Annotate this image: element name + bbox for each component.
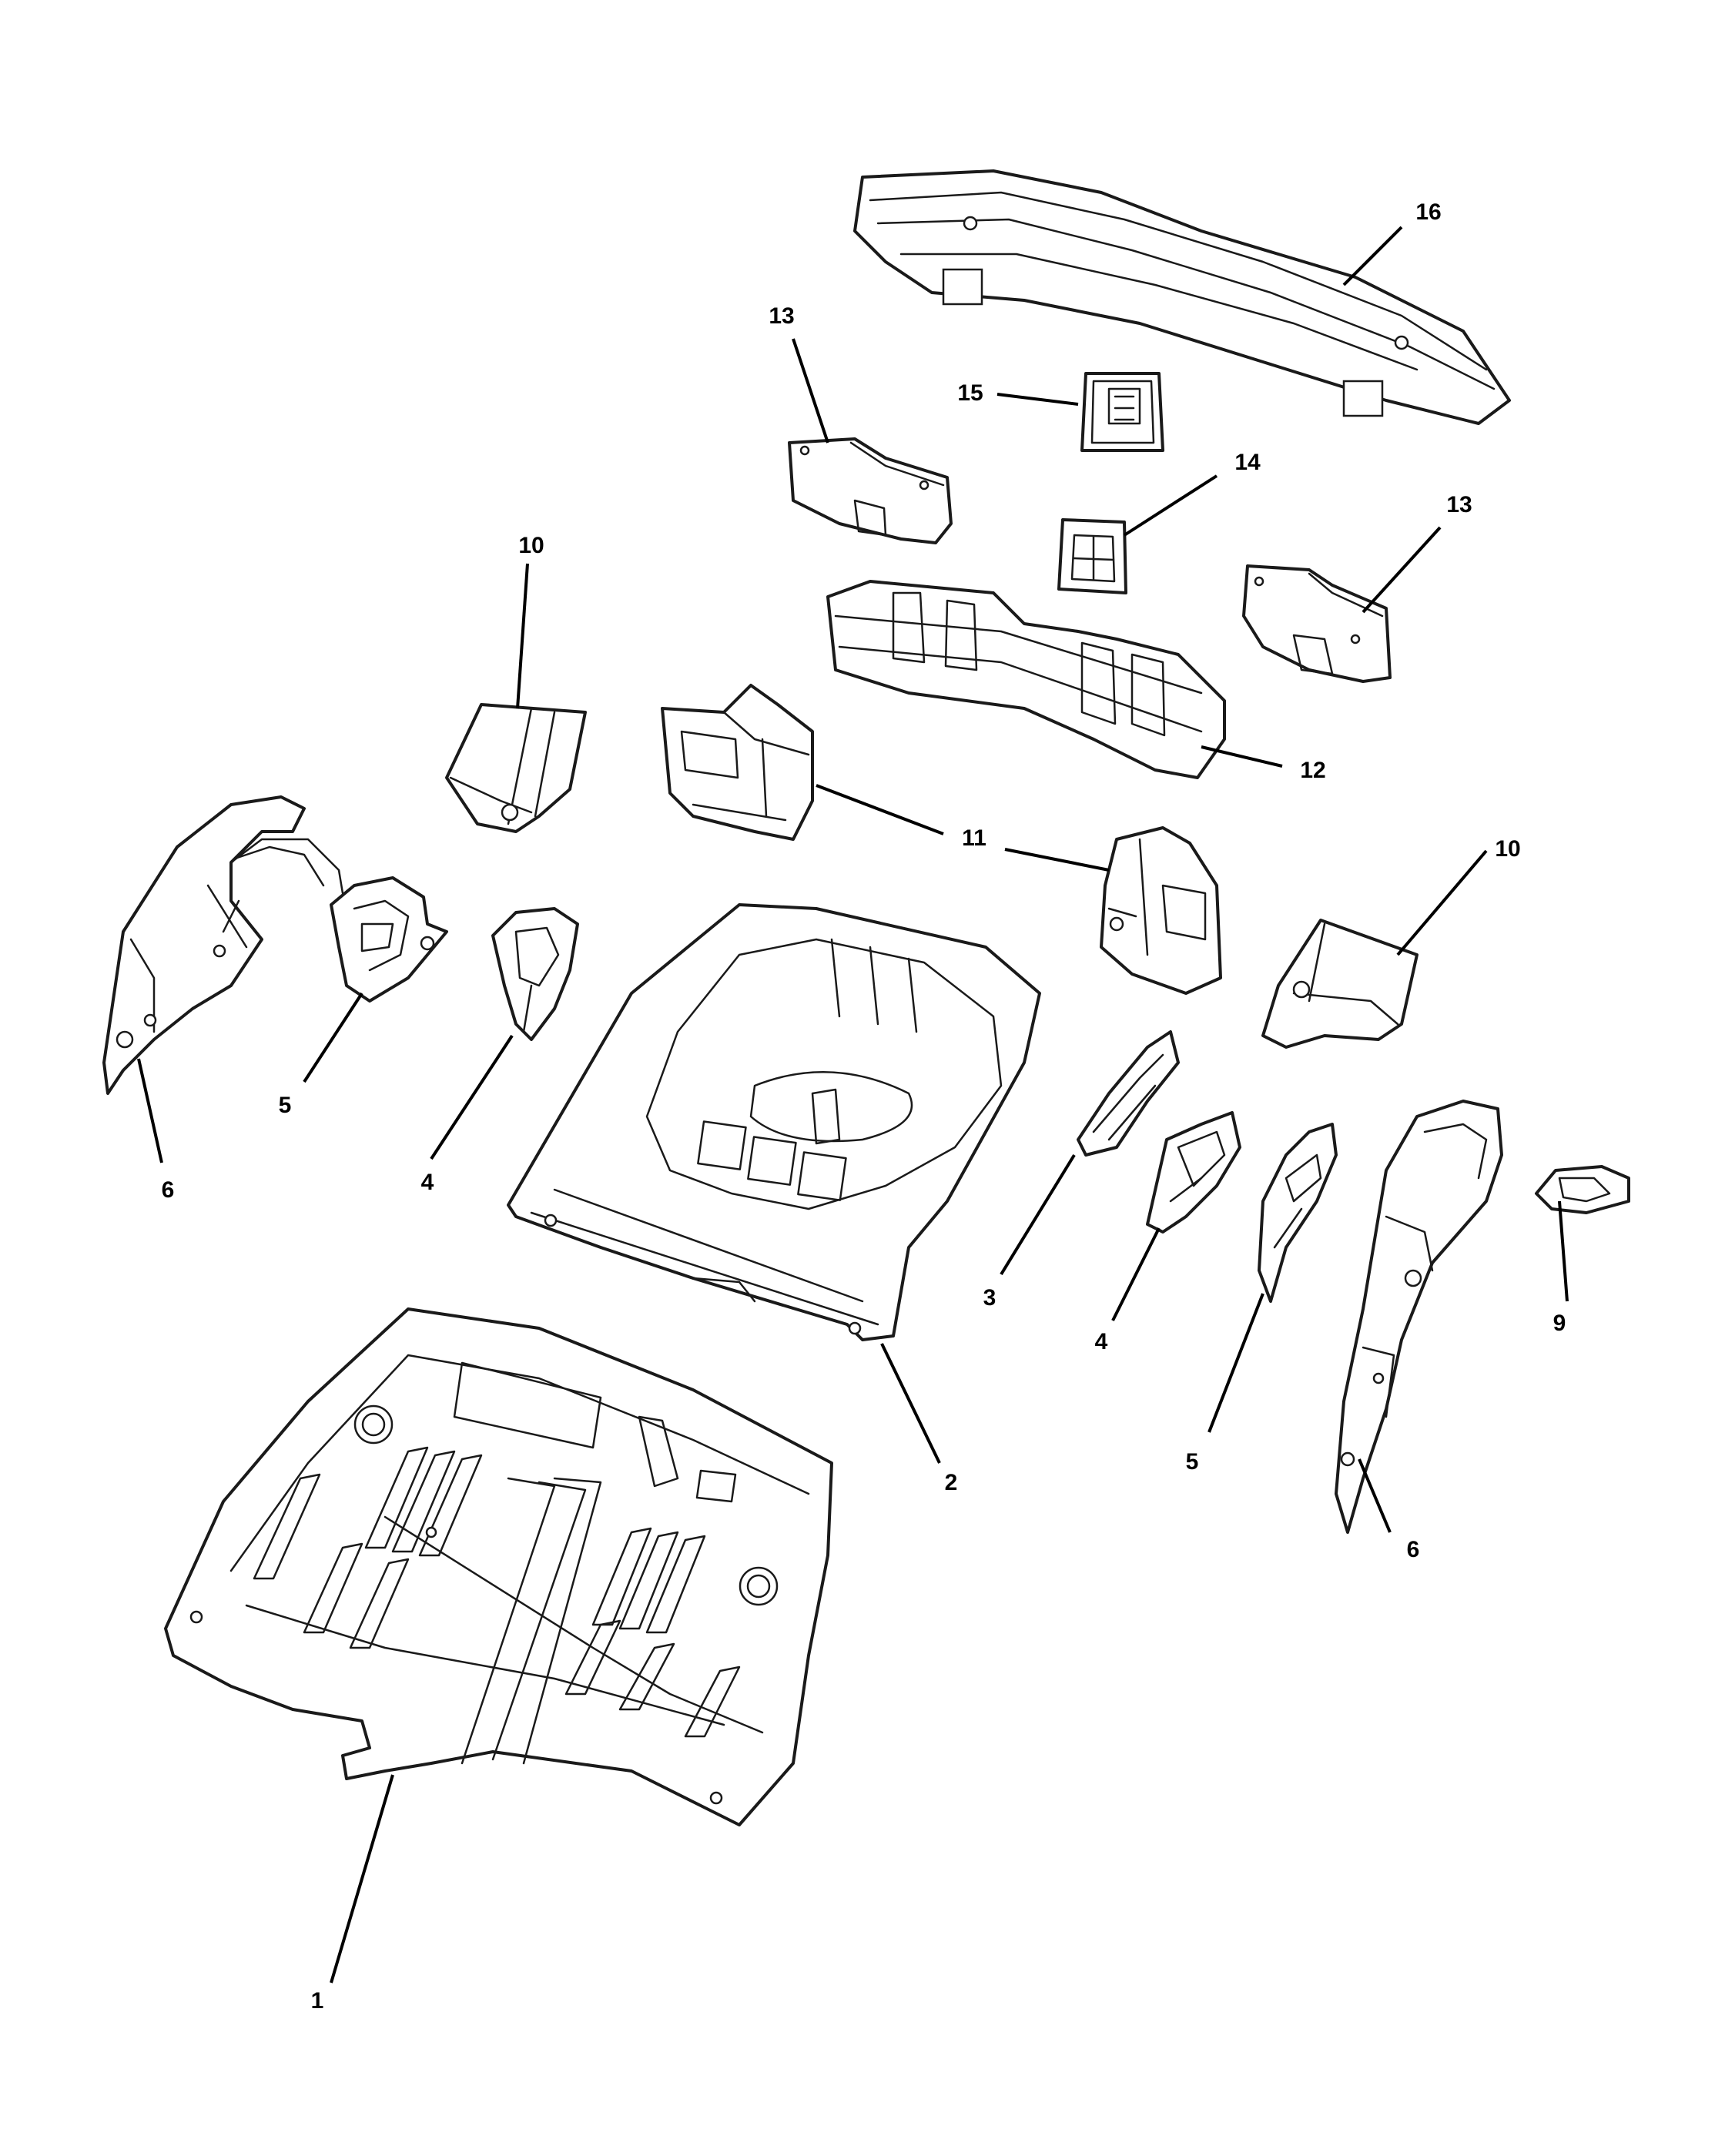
part-9-small-bracket xyxy=(1535,1165,1630,1214)
callout-5b: 5 xyxy=(1186,1449,1199,1475)
callout-10a: 10 xyxy=(518,533,544,558)
callout-5a: 5 xyxy=(279,1093,292,1118)
part-11-inner-right xyxy=(1100,826,1222,995)
callout-16: 16 xyxy=(1415,199,1441,225)
part-11-inner-left xyxy=(661,684,814,841)
callout-9: 9 xyxy=(1553,1311,1566,1336)
callouts: 16 13 15 14 13 10 12 11 10 6 5 4 3 4 9 2… xyxy=(162,199,1566,2014)
callout-13b: 13 xyxy=(1446,492,1472,517)
leader-2 xyxy=(880,1343,941,1464)
callout-1: 1 xyxy=(311,1988,324,2014)
callout-4b: 4 xyxy=(1095,1329,1108,1354)
part-13-bracket-right xyxy=(1242,564,1392,683)
callout-11: 11 xyxy=(962,825,986,851)
leader-6b xyxy=(1358,1458,1392,1533)
leader-13b xyxy=(1362,526,1442,614)
leader-lines xyxy=(137,226,1569,1984)
part-5-bracket-right xyxy=(1258,1123,1338,1303)
leader-4b xyxy=(1111,1227,1161,1321)
callout-14: 14 xyxy=(1234,450,1261,475)
part-14-pad xyxy=(1057,518,1127,594)
leader-5a xyxy=(303,992,363,1083)
leader-10a xyxy=(516,563,529,709)
part-4-bracket-left xyxy=(491,907,579,1041)
leader-9 xyxy=(1558,1200,1569,1302)
part-6-quarter-inner-right xyxy=(1335,1100,1503,1534)
callout-6a: 6 xyxy=(162,1177,175,1203)
part-4-bracket-right xyxy=(1146,1111,1241,1234)
part-16-rear-crossmember xyxy=(853,169,1511,425)
part-10-extension-left xyxy=(445,703,587,833)
part-12-floor-crossmember xyxy=(826,580,1226,779)
leader-6a xyxy=(137,1058,163,1163)
callout-6b: 6 xyxy=(1407,1537,1420,1562)
part-2-rear-floor-pan xyxy=(507,903,1041,1341)
callout-15: 15 xyxy=(957,380,983,406)
part-1-front-floor-pan xyxy=(164,1307,833,1826)
callout-13a: 13 xyxy=(769,303,794,329)
callout-4a: 4 xyxy=(421,1170,434,1195)
leader-16 xyxy=(1342,226,1403,286)
callout-3: 3 xyxy=(983,1285,996,1311)
leader-3 xyxy=(1000,1153,1076,1276)
part-3-bracket-strip xyxy=(1077,1030,1180,1157)
leader-1 xyxy=(330,1774,394,1984)
callout-2: 2 xyxy=(945,1470,958,1495)
leader-11b xyxy=(1004,848,1110,872)
leader-4a xyxy=(430,1034,514,1160)
part-15-pad xyxy=(1080,372,1164,452)
callout-10b: 10 xyxy=(1495,836,1520,862)
part-10-extension-right xyxy=(1261,919,1419,1049)
leader-13a xyxy=(792,338,829,444)
part-5-bracket-left xyxy=(330,876,448,1003)
part-6-quarter-inner-left xyxy=(102,795,344,1095)
leader-15 xyxy=(996,393,1079,406)
leader-5b xyxy=(1208,1293,1264,1433)
part-13-bracket-left xyxy=(788,437,953,544)
callout-12: 12 xyxy=(1300,758,1325,783)
leader-14 xyxy=(1123,474,1218,537)
leader-10b xyxy=(1396,849,1488,956)
leader-11a xyxy=(816,784,944,835)
leader-12 xyxy=(1201,745,1283,768)
